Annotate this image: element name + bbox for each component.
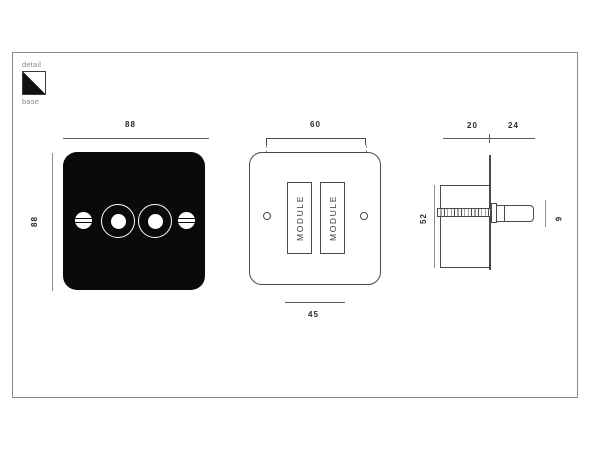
- module-top-dimension-label: 60: [310, 120, 322, 129]
- dimmer-knob-right[interactable]: [138, 204, 172, 238]
- fixing-hole-left: [263, 212, 271, 220]
- knob-body: [496, 205, 534, 222]
- section-knob-depth-line: [545, 200, 546, 227]
- module-top-dimension-bracket: [266, 138, 366, 145]
- front-height-dimension-line: [52, 153, 53, 291]
- front-faceplate: [63, 152, 205, 290]
- module-faceplate-outline: MODULE MODULE: [249, 152, 381, 285]
- diagonal-split-square-icon: [22, 71, 46, 95]
- legend-detail-label: detail: [22, 60, 42, 69]
- section-top-dimension-tick: [489, 134, 490, 143]
- knob-body-divider: [504, 205, 505, 222]
- front-height-dimension-label: 88: [30, 215, 40, 228]
- module-slot-right[interactable]: MODULE: [320, 182, 345, 254]
- dimmer-knob-left-core: [110, 213, 126, 229]
- section-height-dimension-line: [434, 185, 435, 268]
- legend-base-label: base: [22, 97, 40, 106]
- back-box-outline: [440, 185, 490, 268]
- screw-head-right-icon: [178, 212, 195, 229]
- dimmer-knob-left[interactable]: [101, 204, 135, 238]
- module-bottom-dimension-line: [285, 302, 345, 303]
- screw-head-left-icon: [75, 212, 92, 229]
- front-width-dimension-line: [63, 138, 209, 139]
- fixing-hole-right: [360, 212, 368, 220]
- threaded-rod: [437, 208, 491, 217]
- legend: detail base: [22, 60, 68, 112]
- section-knob-depth-label: 9: [554, 215, 564, 222]
- section-front-projection-label: 24: [508, 121, 520, 130]
- module-bottom-dimension-label: 45: [308, 310, 320, 319]
- section-back-depth-label: 20: [467, 121, 479, 130]
- module-slot-right-label: MODULE: [327, 195, 338, 241]
- front-width-dimension-label: 88: [125, 120, 137, 129]
- section-height-dimension-label: 52: [419, 212, 429, 225]
- dimmer-knob-right-core: [147, 213, 163, 229]
- module-slot-left-label: MODULE: [294, 195, 305, 241]
- module-slot-left[interactable]: MODULE: [287, 182, 312, 254]
